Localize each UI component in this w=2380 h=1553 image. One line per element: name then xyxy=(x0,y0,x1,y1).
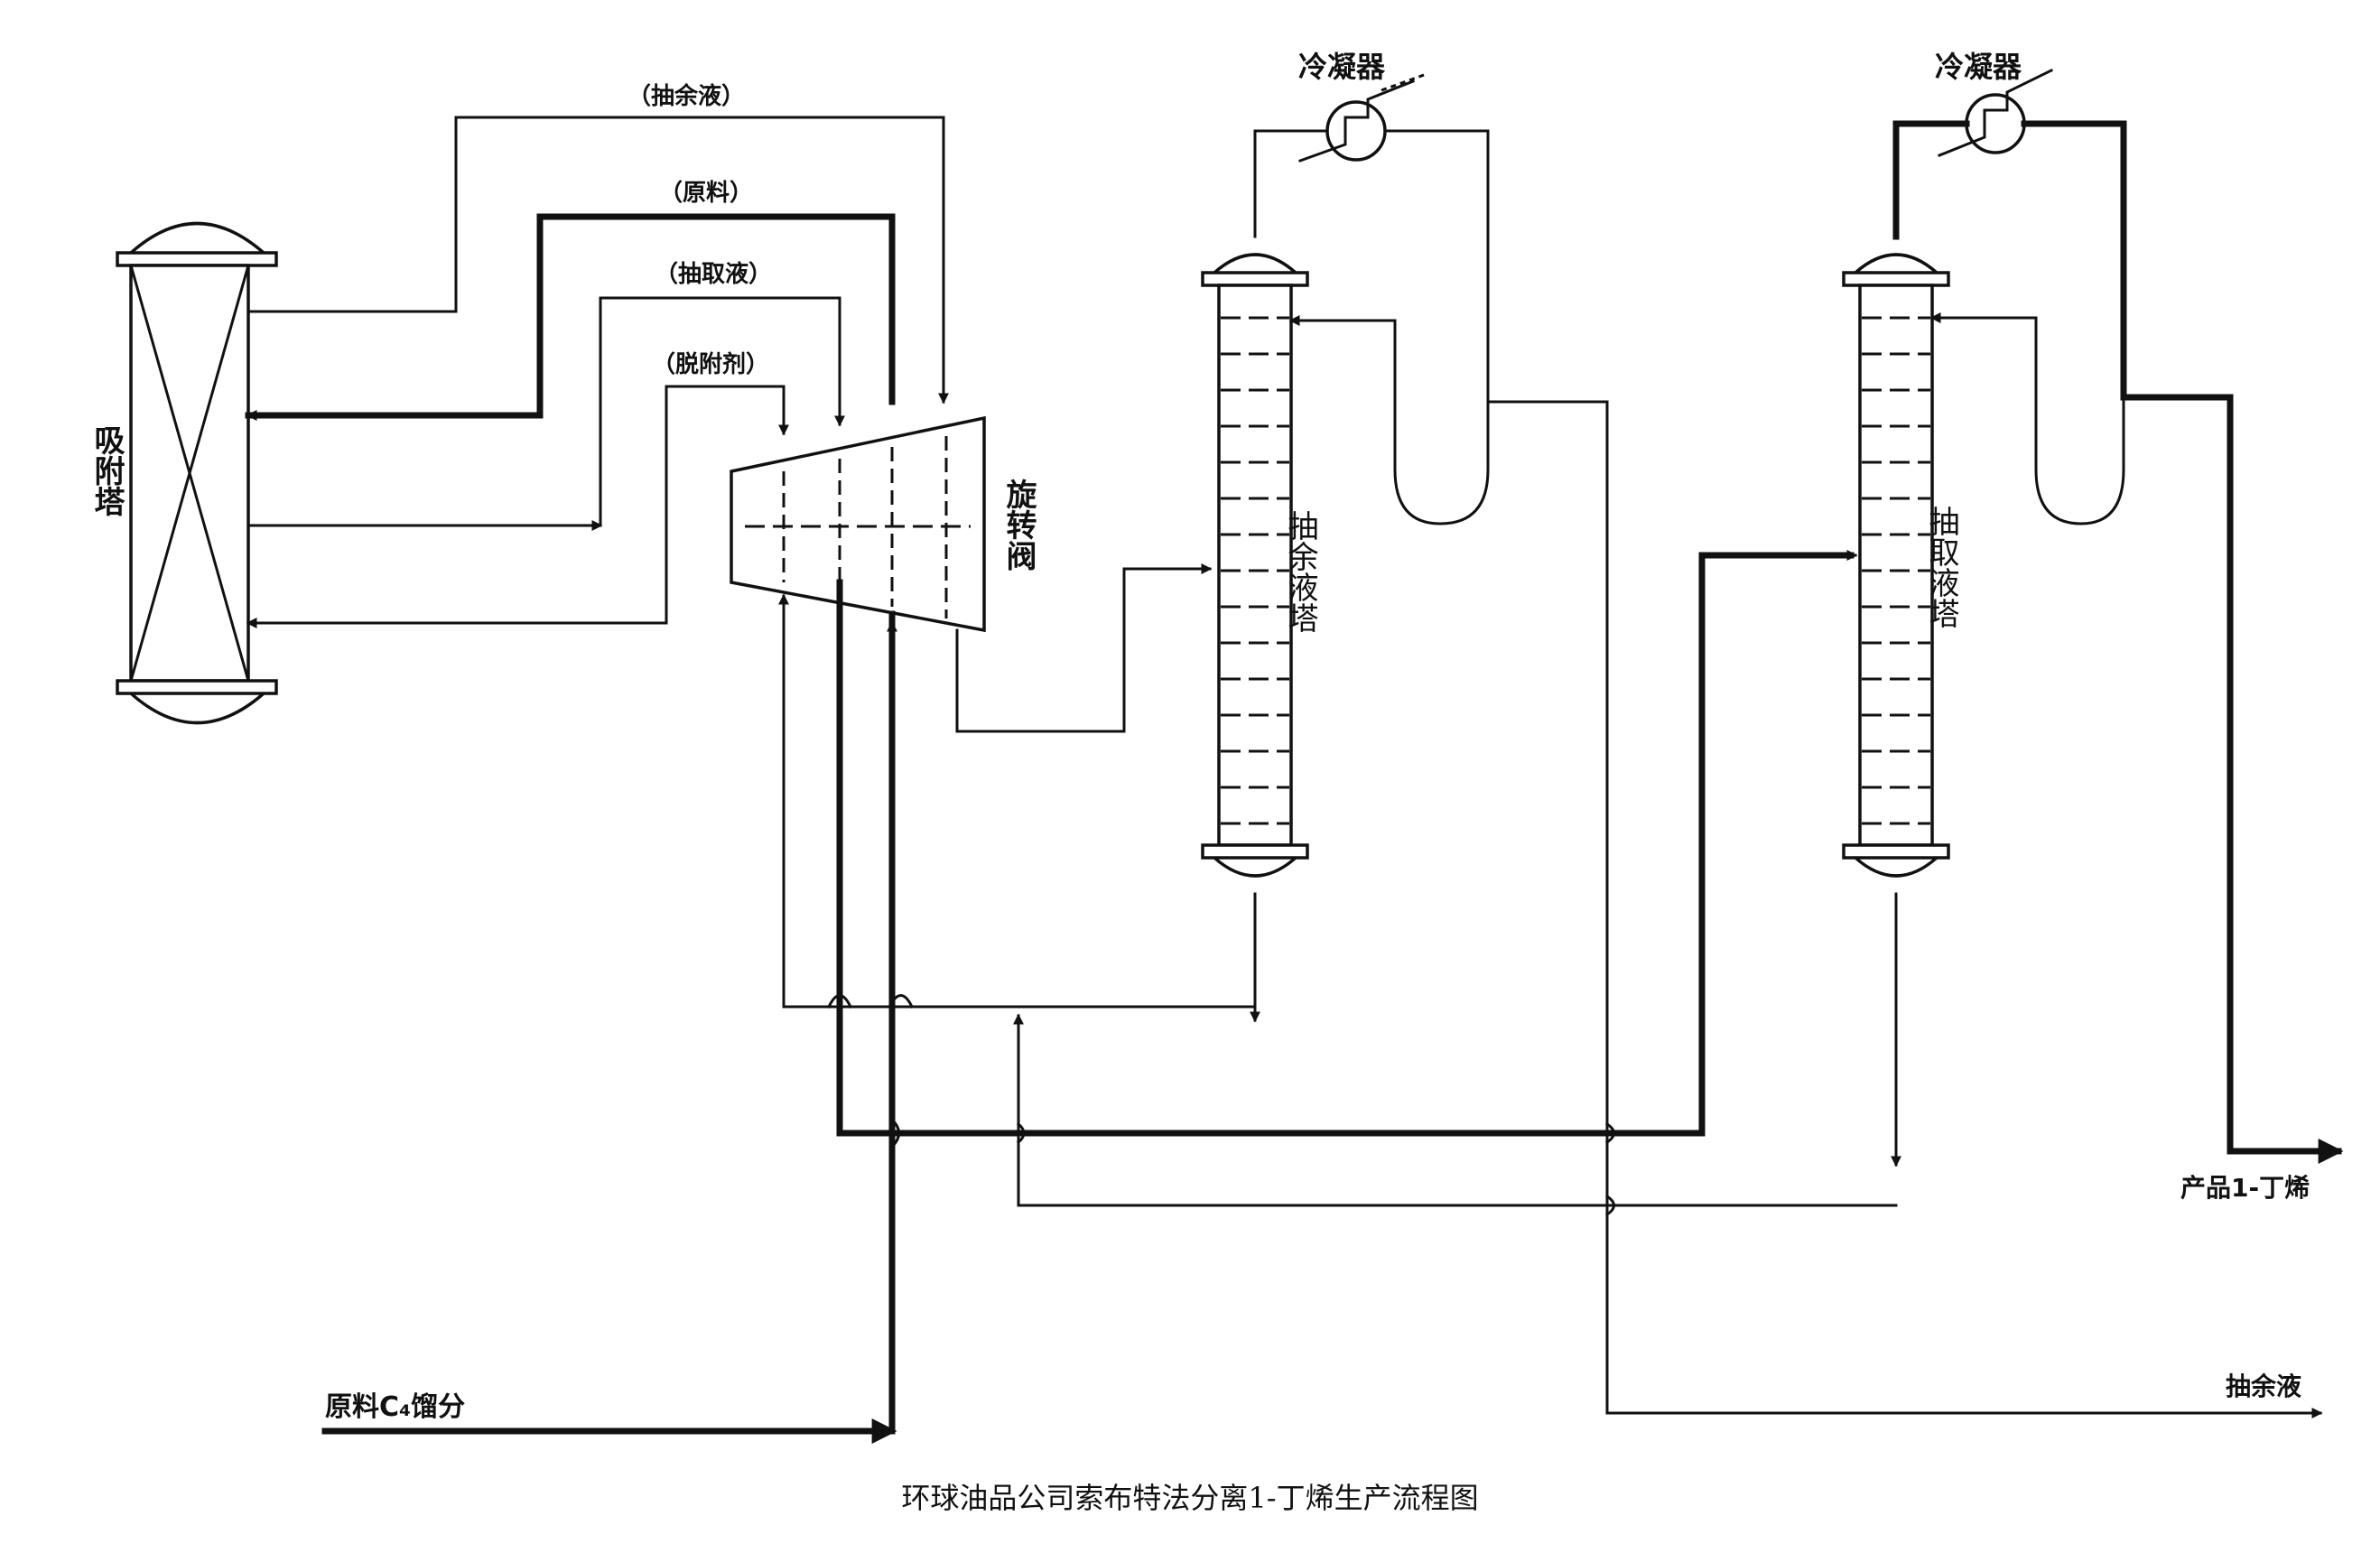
raffinate-column-bottoms xyxy=(1486,400,1609,1144)
raffinate-column-overhead xyxy=(1253,129,1490,404)
extract-line xyxy=(246,296,845,527)
desorbent-line-label: （脱附剂） xyxy=(652,351,769,378)
raffinate-column xyxy=(1201,253,1309,878)
raffinate-loop-line xyxy=(246,116,949,405)
feed-line-label: （原料） xyxy=(659,180,753,207)
desorbent-return-header-1 xyxy=(778,593,1257,1009)
extract-feed-line xyxy=(836,552,1855,1137)
extract-column-overhead xyxy=(1892,120,2127,401)
raffinate-column-label: 抽余液塔 xyxy=(1282,510,1318,633)
condenser-1-label: 冷凝器 xyxy=(1298,50,1386,84)
extract-column-label: 抽取液塔 xyxy=(1923,506,1959,628)
figure-caption: 环球油品公司索布特法分离1-丁烯生产流程图 xyxy=(901,1481,1478,1515)
raffinate-reflux-drum xyxy=(1291,321,1490,525)
raffinate-out-label: 抽余液 xyxy=(2226,1372,2301,1401)
feed-line xyxy=(245,213,896,419)
desorbent-return-header-2 xyxy=(1013,1013,1898,1207)
extract-line-label: （抽取液） xyxy=(655,261,772,288)
extract-reflux-drum xyxy=(1932,318,2125,525)
product-line xyxy=(2120,394,2344,1164)
rotary-valve-label: 旋转阀 xyxy=(1000,479,1037,571)
extract-column xyxy=(1842,253,1950,878)
feed-inlet-label: 原料C₄馏分 xyxy=(325,1391,465,1423)
desorbent-line xyxy=(246,385,789,625)
adsorption-tower xyxy=(116,221,278,725)
condenser-1 xyxy=(1298,72,1427,163)
adsorber-label: 吸附塔 xyxy=(88,424,125,516)
product-out-label: 产品1-丁烯 xyxy=(2180,1173,2310,1203)
rotary-valve xyxy=(730,415,986,633)
raffinate-product-line xyxy=(1605,1140,2323,1418)
raffinate-feed-line xyxy=(955,563,1213,733)
raffinate-line-label: （抽余液） xyxy=(628,82,745,110)
condenser-2-label: 冷凝器 xyxy=(1935,50,2022,84)
